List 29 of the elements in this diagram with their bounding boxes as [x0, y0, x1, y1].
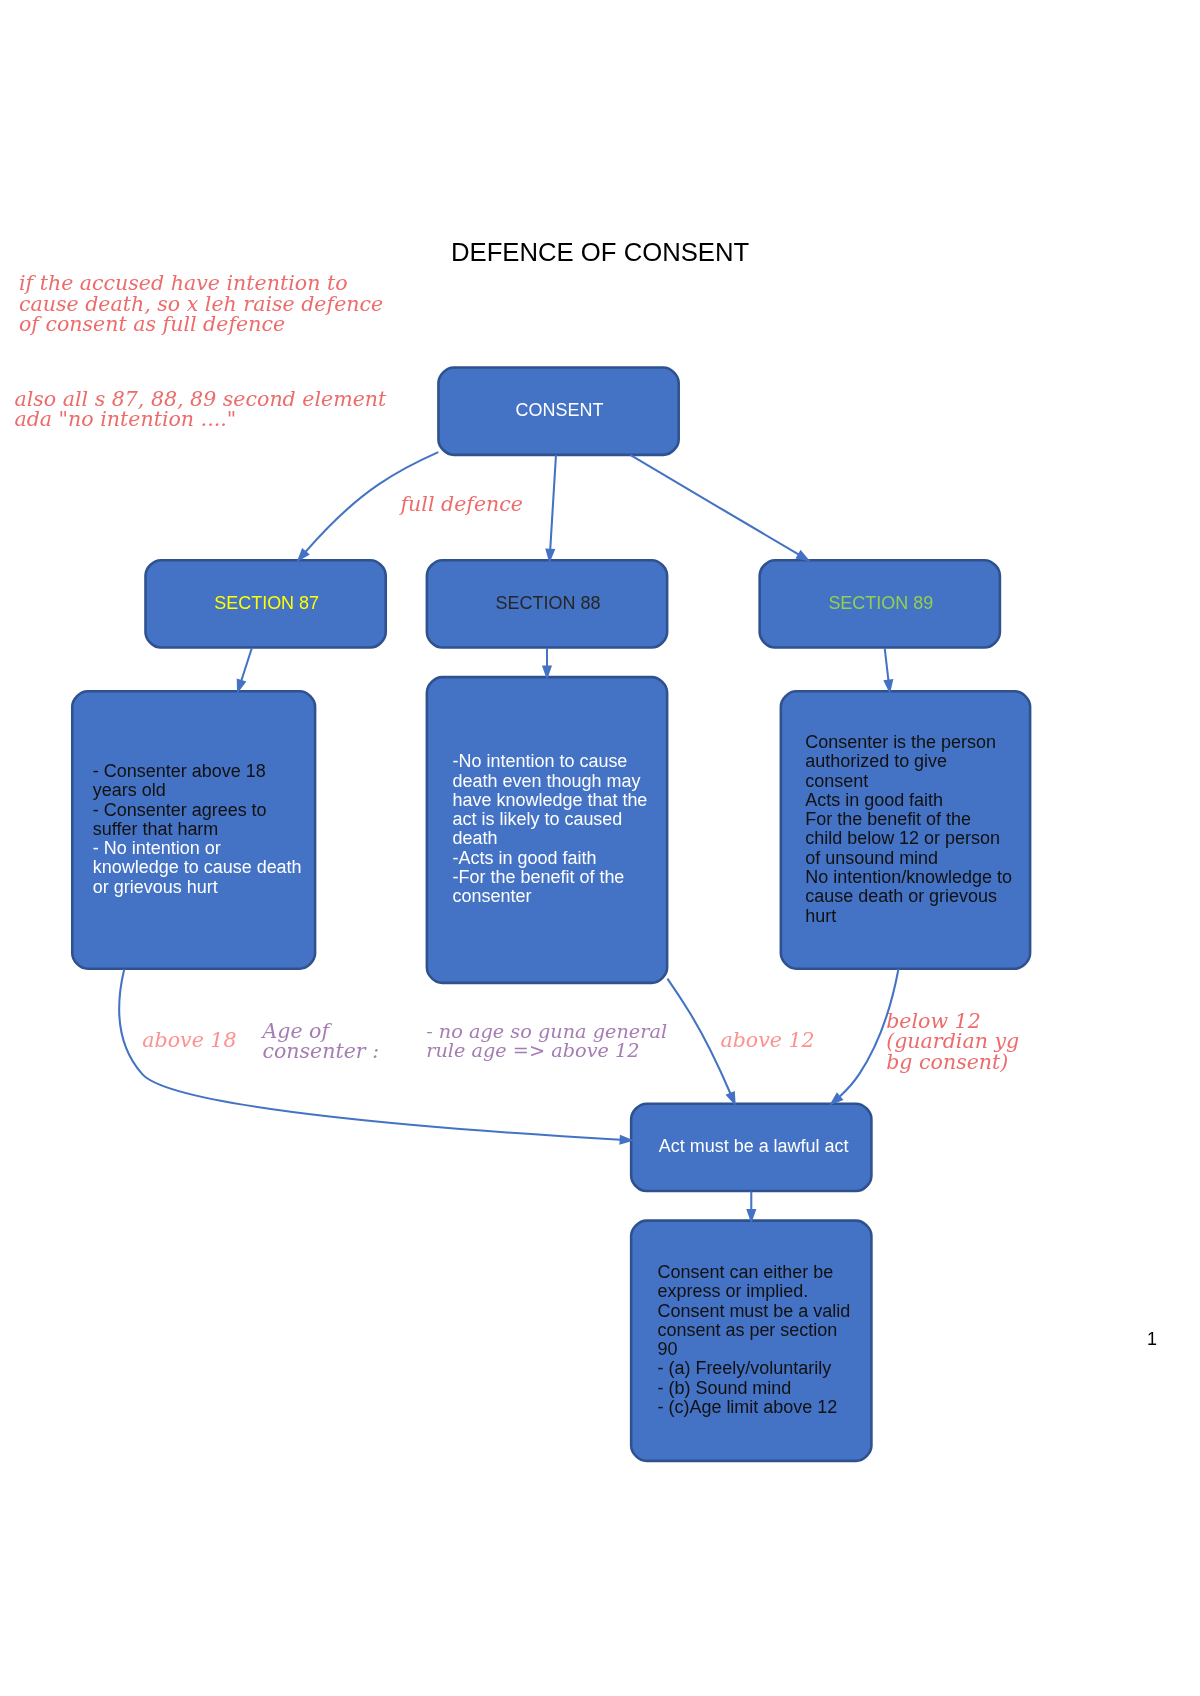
arrow [746, 1191, 757, 1224]
node-box: Consent can either be express or implied. Consent must be a valid consent as per section 90 - (a) Freely/voluntarily - (b) Sound mind - (c)Age limit above 12 [629, 1219, 873, 1463]
label: also all s 87, 88, 89 second element ada "no intention ...." [14, 386, 387, 432]
arrow [296, 451, 439, 563]
arrow [883, 647, 894, 694]
node-box: Consenter is the person authorized to give consent Acts in good faith For the benefit of the child below 12 or person of unsound mind No intention/knowledge to cause death or grievous hurt [779, 689, 1032, 971]
arrow [666, 977, 736, 1107]
arrow [829, 968, 900, 1106]
edge-label: above 12 [720, 1027, 815, 1052]
node-box: SECTION 88 [425, 558, 669, 649]
node-box: SECTION 87 [144, 558, 388, 649]
label: 1 [1147, 1329, 1158, 1350]
diagram-title: DEFENCE OF CONSENT [450, 237, 750, 266]
arrow [629, 454, 811, 562]
node-box: -No intention to cause death even though may have knowledge that the act is likely to caused death -Acts in good faith -For the benefit of the consenter [425, 675, 669, 985]
label: Age of consenter : [262, 1018, 380, 1064]
node-label: - no age so guna general rule age => above 12 [426, 1020, 668, 1063]
node-box: - Consenter above 18 years old - Consenter agrees to suffer that harm - No intention or knowledge to cause death or grievous hurt [70, 689, 317, 971]
node-box: Act must be a lawful act [629, 1102, 873, 1193]
node-box: CONSENT [437, 366, 680, 457]
arrow [236, 647, 253, 694]
arrow [118, 969, 634, 1145]
edge-label: below 12 (guardian yg bg consent) [886, 1008, 1020, 1074]
label: if the accused have intention to cause death, so x leh raise defence of consent as full defence [18, 271, 384, 337]
arrow [545, 455, 557, 564]
node-box: SECTION 89 [758, 558, 1002, 649]
label: full defence [400, 492, 524, 517]
arrow [541, 647, 553, 680]
edge-label: above 18 [142, 1027, 237, 1052]
